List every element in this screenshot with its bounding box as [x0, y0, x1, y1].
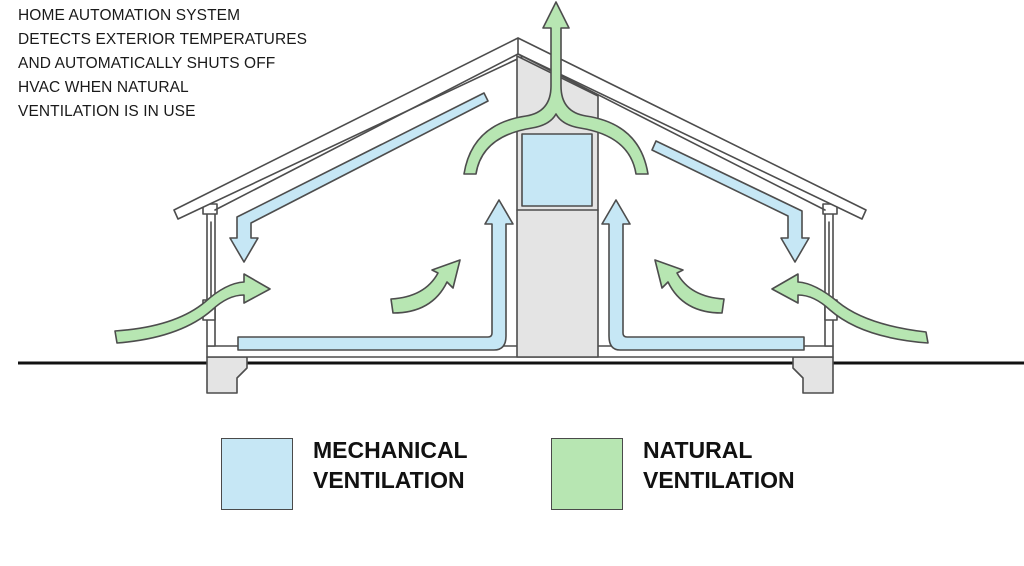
- nat-swirl-left: [390, 259, 461, 314]
- natural-swatch: [551, 438, 623, 510]
- mechanical-label: MECHANICAL VENTILATION: [313, 437, 468, 493]
- natural-label: NATURAL VENTILATION: [643, 437, 795, 493]
- nat-stack-exhaust: [463, 1, 649, 175]
- hvac-unit: [521, 133, 593, 207]
- mech-duct-left-floor: [237, 199, 514, 351]
- mech-duct-left-roof: [229, 92, 489, 263]
- nat-swirl-right: [654, 259, 725, 314]
- foundation-left: [206, 356, 248, 394]
- mech-duct-right-roof: [651, 140, 810, 263]
- mech-duct-right-floor: [601, 199, 805, 351]
- foundation-right: [792, 356, 834, 394]
- nat-inlet-right: [771, 273, 929, 344]
- roof-right: [517, 37, 867, 220]
- automation-note: HOME AUTOMATION SYSTEM DETECTS EXTERIOR …: [18, 7, 308, 120]
- mechanical-swatch: [221, 438, 293, 510]
- nat-inlet-left: [114, 273, 271, 344]
